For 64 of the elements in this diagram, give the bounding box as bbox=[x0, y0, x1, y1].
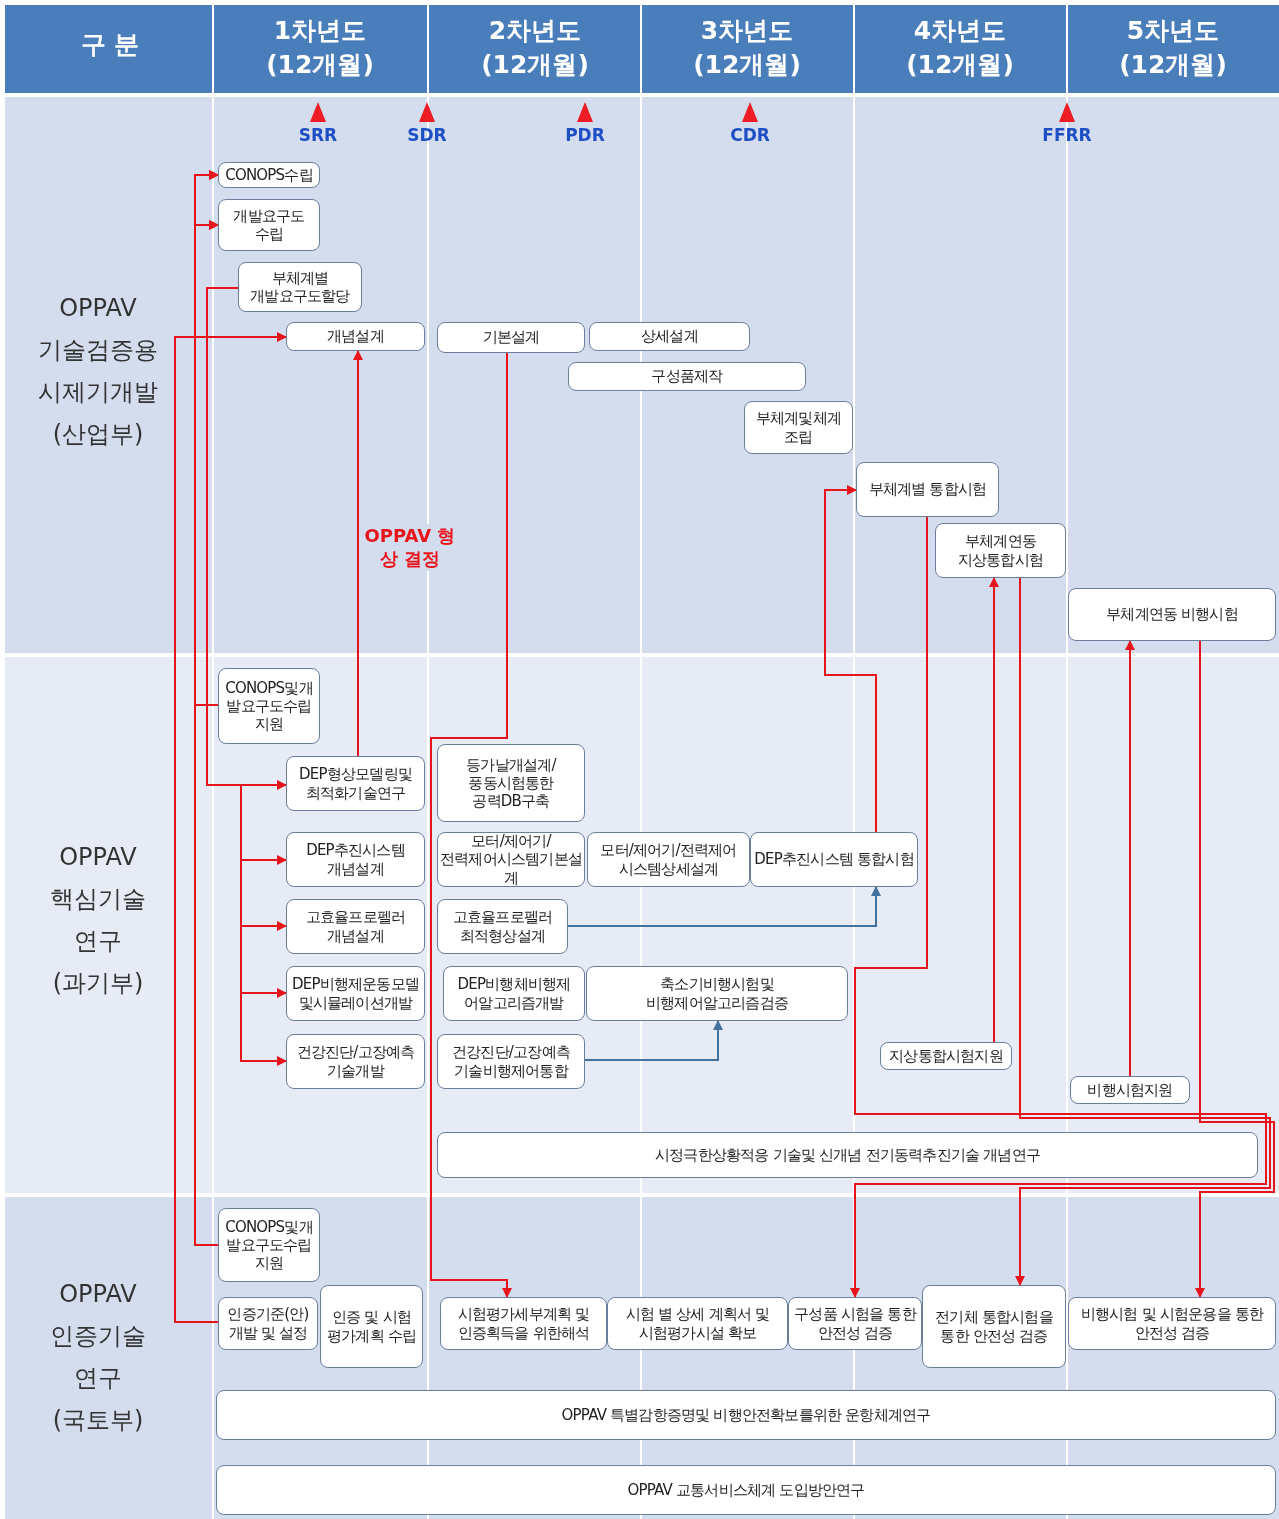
process-box: OPPAV 교통서비스체계 도입방안연구 bbox=[216, 1465, 1276, 1515]
process-box: CONOPS수립 bbox=[218, 162, 320, 188]
row-header: OPPAV 기술검증용 시제기개발 (산업부) bbox=[37, 293, 159, 450]
milestone-label: FFRR bbox=[1041, 125, 1093, 145]
process-box: DEP비행체비행제 어알고리즘개발 bbox=[443, 966, 585, 1021]
process-box: 비행시험지원 bbox=[1070, 1076, 1190, 1104]
arrow bbox=[1015, 577, 1271, 1286]
milestone-label: PDR bbox=[564, 125, 606, 145]
arrow bbox=[584, 1020, 723, 1061]
process-box: 시정극한상황적응 기술및 신개념 전기동력추진기술 개념연구 bbox=[437, 1132, 1258, 1178]
process-box: 기본설계 bbox=[437, 322, 585, 353]
column-header: 2차년도 (12개월) bbox=[480, 15, 590, 81]
milestone-label: SRR bbox=[297, 125, 339, 145]
process-box: 개발요구도 수립 bbox=[218, 199, 320, 251]
arrow bbox=[850, 516, 1267, 1298]
arrow bbox=[430, 352, 512, 1298]
process-box: 고효율프로펠러 개념설계 bbox=[286, 899, 425, 954]
process-box: 구성품제작 bbox=[568, 362, 806, 391]
arrow bbox=[989, 577, 999, 1043]
process-box: 시험평가세부계획 및 인증획득을 위한해석 bbox=[440, 1297, 607, 1350]
process-box: 등가날개설계/ 풍동시험통한 공력DB구축 bbox=[437, 744, 585, 822]
arrow bbox=[1125, 640, 1135, 1077]
process-box: 건강진단/고장예측 기술비행제어통합 bbox=[437, 1034, 585, 1089]
process-box: 건강진단/고장예측 기술개발 bbox=[286, 1034, 425, 1089]
process-box: CONOPS및개발요구도수립지원 bbox=[218, 1208, 320, 1282]
arrow bbox=[174, 332, 287, 1323]
process-box: DEP추진시스템 통합시험 bbox=[750, 832, 918, 887]
column-header: 5차년도 (12개월) bbox=[1118, 15, 1228, 81]
process-box: CONOPS및개발요구도수립지원 bbox=[218, 668, 320, 744]
process-box: OPPAV 특별감항증명및 비행안전확보를위한 운항체계연구 bbox=[216, 1390, 1276, 1440]
process-box: 인증기준(안) 개발 및 설정 bbox=[218, 1297, 318, 1350]
process-box: 고효율프로펠러 최적형상설계 bbox=[437, 899, 568, 954]
process-box: 부체계연동 지상통합시험 bbox=[935, 523, 1066, 578]
column-header: 구 분 bbox=[79, 29, 141, 61]
process-box: 인증 및 시험 평가계획 수립 bbox=[320, 1285, 423, 1368]
row-header: OPPAV 인증기술 연구 (국토부) bbox=[49, 1279, 147, 1436]
process-box: 상세설계 bbox=[589, 322, 750, 351]
arrow bbox=[1195, 640, 1275, 1298]
process-box: 모터/제어기/전력제어 시스템상세설계 bbox=[587, 832, 750, 887]
milestone-label: CDR bbox=[729, 125, 771, 145]
process-box: DEP추진시스템 개념설계 bbox=[286, 832, 425, 887]
process-box: DEP형상모델링및 최적화기술연구 bbox=[286, 756, 425, 811]
process-box: 부체계및체계 조립 bbox=[744, 401, 853, 454]
process-box: 지상통합시험지원 bbox=[880, 1042, 1012, 1070]
process-box: 개념설계 bbox=[286, 322, 425, 351]
process-box: 시험 별 상세 계획서 및 시험평가시설 확보 bbox=[607, 1297, 788, 1350]
process-box: 축소기비행시험및 비행제어알고리즘검증 bbox=[586, 966, 848, 1021]
process-box: 부체계연동 비행시험 bbox=[1068, 588, 1276, 641]
arrow bbox=[353, 350, 363, 757]
process-box: 부체계별 개발요구도할당 bbox=[238, 262, 362, 312]
column-header: 1차년도 (12개월) bbox=[265, 15, 375, 81]
process-box: 부체계별 통합시험 bbox=[856, 462, 999, 517]
process-box: 전기체 통합시험을 통한 안전성 검증 bbox=[922, 1285, 1066, 1368]
row-header: OPPAV 핵심기술 연구 (과기부) bbox=[49, 842, 147, 999]
process-box: DEP비행제운동모델 및시뮬레이션개발 bbox=[286, 966, 425, 1021]
column-header: 3차년도 (12개월) bbox=[692, 15, 802, 81]
process-box: 구성품 시험을 통한 안전성 검증 bbox=[788, 1297, 922, 1350]
process-box: 모터/제어기/전력제어시스템기본설계 bbox=[437, 832, 585, 887]
process-box: 비행시험 및 시험운용을 통한 안전성 검증 bbox=[1068, 1297, 1276, 1350]
arrow bbox=[567, 886, 881, 927]
milestone-label: SDR bbox=[406, 125, 448, 145]
column-header: 4차년도 (12개월) bbox=[905, 15, 1015, 81]
edge-label: OPPAV 형상 결정 bbox=[364, 524, 456, 571]
arrow bbox=[824, 485, 877, 833]
